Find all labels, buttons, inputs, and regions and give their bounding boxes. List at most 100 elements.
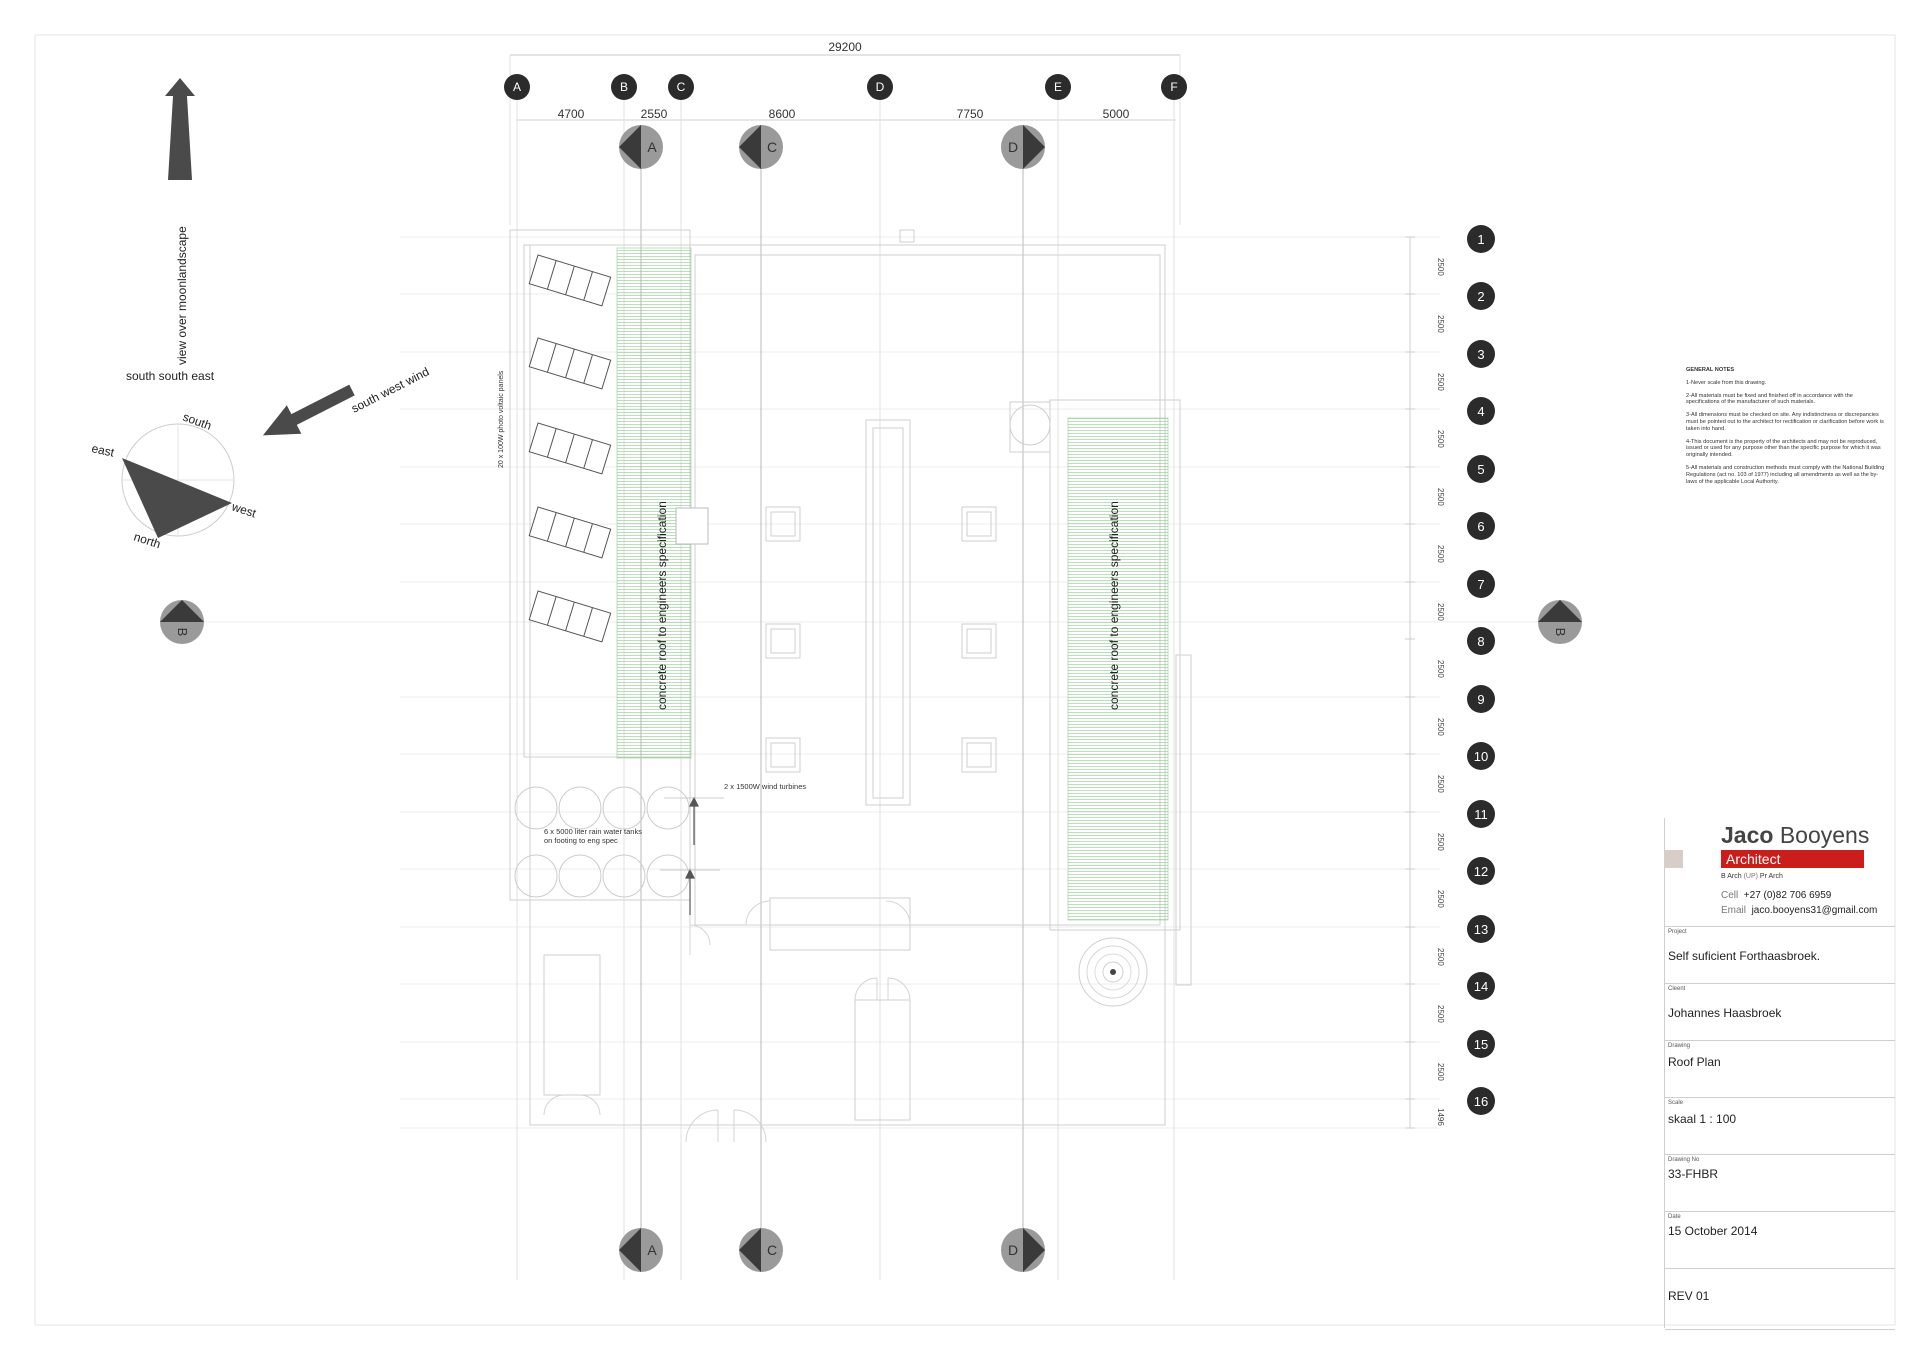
column-spacing-ab: 4700 [558,107,585,121]
column-bubble-a [504,74,530,100]
general-note-item: 5-All materials and construction methods… [1686,464,1885,485]
column-label-d: D [876,80,885,94]
row-spacing-14: 2500 [1436,1005,1445,1023]
column-label-f: F [1170,80,1177,94]
scale-value: skaal 1 : 100 [1668,1112,1737,1126]
project-label: Project [1668,929,1687,935]
row-bubble-9 [1467,685,1495,713]
section-label-c-bottom: C [767,1242,777,1258]
view-direction-arrow-icon [165,78,195,180]
door-swings [543,900,911,1143]
view-label: view over moonlandscape [175,226,189,365]
section-label-a-top: A [647,139,657,155]
row-bubble-6 [1467,512,1495,540]
row-label-3: 3 [1477,347,1484,362]
column-bubble-d [867,74,893,100]
row-spacing-10: 2500 [1436,775,1445,793]
column-label-b: B [620,80,628,94]
row-bubble-16 [1467,1087,1495,1115]
north-arrow [165,78,195,180]
client-label: Cleent [1668,986,1686,992]
section-marker-d-bottom: D [1001,1228,1045,1272]
brand-first-name: Jaco [1721,822,1774,848]
email-label: Email [1721,905,1747,916]
row-bubble-7 [1467,570,1495,598]
column-label-c: C [677,80,686,94]
roof-hatch-right [1067,417,1169,921]
row-bubble-12 [1467,857,1495,885]
row-spacing-5: 2500 [1436,488,1445,506]
section-marker-d-top: D [1001,125,1045,169]
row-bubble-8 [1467,627,1495,655]
column-spacing-cd: 8600 [769,107,796,121]
column-spacing-de: 7750 [957,107,984,121]
wind-turbines-label: 2 x 1500W wind turbines [724,782,806,791]
section-marker-c-top: C [739,125,783,169]
contact-email: Email jaco.booyens31@gmail.com [1721,905,1877,916]
qualification-registration: Pr Arch [1757,873,1783,880]
column-bubbles: A B C D E F [504,74,1187,100]
row-spacing-1: 2500 [1436,258,1445,276]
row-spacing-12: 2500 [1436,890,1445,908]
wind-label: south west wind [349,364,431,415]
sheet-border [34,34,1896,1326]
section-label-d-bottom: D [1008,1242,1018,1258]
brand-qualifications: B Arch (UP) Pr Arch [1721,873,1783,880]
architect-brand: Jaco Booyens Architect B Arch (UP) Pr Ar… [1665,818,1895,926]
row-spacing-13: 2500 [1436,948,1445,966]
column-bubble-c [668,74,694,100]
row-bubble-11 [1467,800,1495,828]
row-spacing-11: 2500 [1436,833,1445,851]
row-bubble-1 [1467,225,1495,253]
row-label-5: 5 [1477,462,1484,477]
drawing-no-value: 33-FHBR [1668,1167,1719,1181]
column-bubble-f [1161,74,1187,100]
row-label-11: 11 [1474,807,1488,822]
drawing-no-label: Drawing No [1668,1157,1700,1163]
general-note-item: 1-Never scale from this drawing. [1686,379,1767,386]
row-label-1: 1 [1477,232,1484,247]
overall-dimension: 29200 [828,40,862,54]
row-label-14: 14 [1474,979,1488,994]
row-label-2: 2 [1477,289,1484,304]
row-spacing-6: 2500 [1436,545,1445,563]
section-lines [640,160,1024,1230]
contact-cell: Cell +27 (0)82 706 6959 [1721,890,1831,901]
general-note-item: 2-All materials must be fixed and finish… [1686,392,1853,406]
row-dimension-ticks [1405,236,1415,1129]
compass-needle-icon [122,458,232,538]
brand-role: Architect [1721,850,1864,868]
roof-hatch-left [616,247,692,759]
compass-east: east [90,441,116,460]
column-label-e: E [1054,80,1062,94]
row-label-7: 7 [1477,577,1484,592]
section-label-b-left: B [175,628,190,637]
row-label-6: 6 [1477,519,1484,534]
row-spacing-4: 2500 [1436,430,1445,448]
row-label-16: 16 [1474,1094,1488,1109]
roof-label-left: concrete roof to engineers specification [655,501,669,710]
rain-water-tanks [514,786,690,898]
qualification-degree: B Arch [1721,873,1744,880]
cell-value: +27 (0)82 706 6959 [1743,890,1832,901]
drawing-value: Roof Plan [1668,1055,1721,1069]
client-field: Cleent Johannes Haasbroek [1665,983,1895,1041]
brand-swatch [1665,850,1683,868]
general-note-item: 3-All dimensions must be checked on site… [1686,412,1884,432]
section-marker-b-left: B [160,600,204,644]
general-note-item: 4-This document is the property of the a… [1686,438,1881,459]
row-spacing-9: 2500 [1436,718,1445,736]
section-marker-b-right: B [1538,600,1582,644]
row-spacing-7: 2500 [1436,603,1445,621]
title-block: Jaco Booyens Architect B Arch (UP) Pr Ar… [1664,818,1895,1330]
project-field: Project Self suficient Forthaasbroek. [1665,926,1895,984]
roof-label-right: concrete roof to engineers specification [1107,501,1121,710]
date-value: 15 October 2014 [1668,1224,1758,1238]
drawing-label: Drawing [1668,1043,1691,1049]
orientation-label: south south east [126,369,215,383]
column-bubble-e [1045,74,1071,100]
row-spacing-15: 2500 [1436,1063,1445,1081]
section-label-a-bottom: A [647,1242,657,1258]
pv-panels-label: 20 x 100W photo voltaic panels [498,370,505,468]
section-markers-bottom: A C D [619,1228,1045,1272]
